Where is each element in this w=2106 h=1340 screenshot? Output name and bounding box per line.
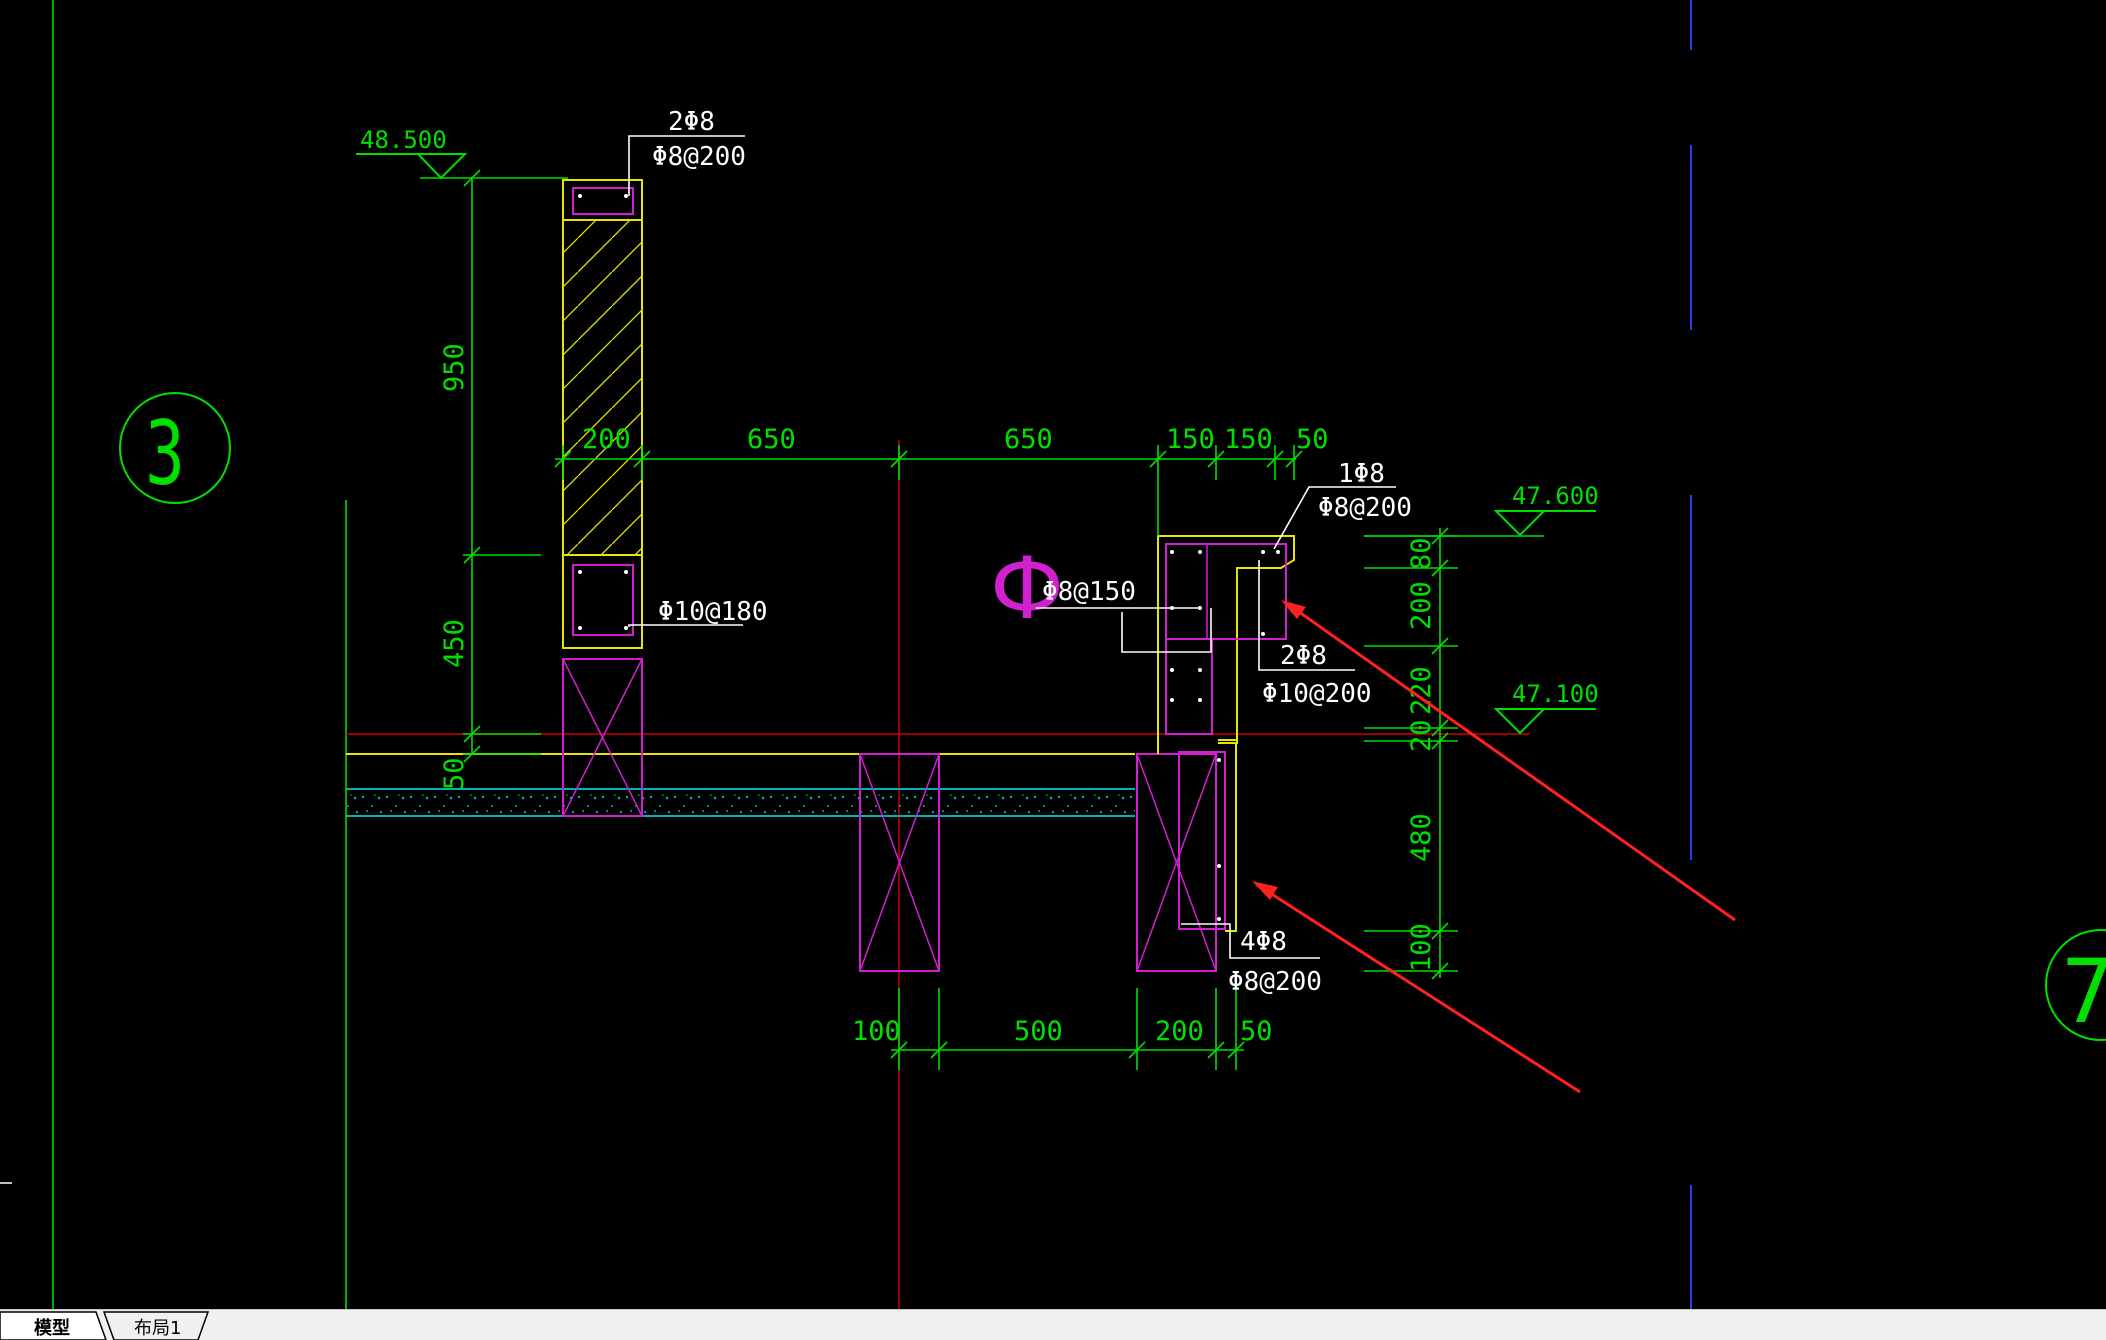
rebar-gutter-mid-stirrup: Φ10@200 [1262, 679, 1372, 709]
dim-top-650-a: 650 [747, 424, 796, 455]
tab-model[interactable]: 模型 [0, 1311, 107, 1340]
axis-bubble-3: 3 [119, 392, 231, 506]
column-left [562, 658, 643, 817]
rebar-gutter-slab: Φ8@150 [1042, 577, 1136, 607]
dim-right-480: 480 [1406, 813, 1437, 862]
dim-top-200: 200 [582, 424, 631, 455]
rebar-beam-bottom-stirrup: Φ8@200 [1228, 967, 1322, 997]
dimension-left-vertical [463, 169, 541, 763]
annotation-arrow-upper [1281, 600, 1736, 922]
dim-right-100: 100 [1406, 923, 1437, 972]
axis-label-3: 3 [145, 404, 185, 506]
tab-layout1[interactable]: 布局1 [102, 1311, 210, 1340]
rebar-gutter-mid-main: 2Φ8 [1280, 641, 1327, 671]
section-marker: Ф [990, 539, 1064, 639]
elevation-47100: 47.100 [1493, 680, 1599, 735]
cad-drawing[interactable]: 3 7 [0, 0, 2106, 1309]
dim-bottom-500: 500 [1014, 1016, 1063, 1047]
tab-model-label: 模型 [34, 1317, 70, 1339]
rebar-left-beam-stirrup: Φ10@180 [658, 597, 768, 627]
rebar-parapet-top-main: 2Φ8 [668, 107, 715, 137]
layout-tab-bar: 模型 布局1 [0, 1309, 2106, 1340]
dim-bottom-200: 200 [1155, 1016, 1204, 1047]
beam-middle [859, 753, 940, 972]
dim-top-150-b: 150 [1224, 424, 1273, 455]
rebar-gutter-top-main: 1Φ8 [1338, 459, 1385, 489]
floor-slab [346, 753, 1135, 817]
dim-left-450: 450 [439, 619, 470, 668]
elevation-label-47100: 47.100 [1512, 680, 1599, 708]
rebar-gutter-top-stirrup: Φ8@200 [1318, 493, 1412, 523]
dim-right-80: 80 [1406, 537, 1437, 570]
rebar-beam-bottom-main: 4Φ8 [1240, 927, 1287, 957]
dimension-bottom-horizontal [890, 988, 1245, 1070]
dim-left-50: 50 [439, 757, 470, 790]
parapet-wall [562, 179, 643, 649]
leader-lines [628, 135, 1396, 959]
elevation-label-48500: 48.500 [360, 126, 447, 154]
dimension-top-horizontal [554, 445, 1303, 536]
dim-bottom-50: 50 [1240, 1016, 1273, 1047]
beam-right [1136, 751, 1226, 972]
dimension-right-vertical [1364, 527, 1458, 980]
dim-right-20: 20 [1406, 719, 1437, 752]
gutter-section [1157, 535, 1295, 932]
elevation-48500: 48.500 [356, 126, 568, 180]
annotation-arrow-lower [1252, 881, 1581, 1094]
tab-layout1-label: 布局1 [134, 1318, 181, 1339]
dim-left-950: 950 [439, 343, 470, 392]
elevation-label-47600: 47.600 [1512, 482, 1599, 510]
rebar-parapet-top-stirrup: Φ8@200 [652, 142, 746, 172]
axis-bubble-7: 7 [2045, 929, 2106, 1043]
dim-right-200: 200 [1406, 581, 1437, 630]
grid-lines [0, 0, 1692, 1309]
dim-top-50: 50 [1296, 424, 1329, 455]
dim-top-150-a: 150 [1166, 424, 1215, 455]
dim-top-650-b: 650 [1004, 424, 1053, 455]
axis-label-7: 7 [2062, 940, 2106, 1043]
dim-bottom-100: 100 [852, 1016, 901, 1047]
